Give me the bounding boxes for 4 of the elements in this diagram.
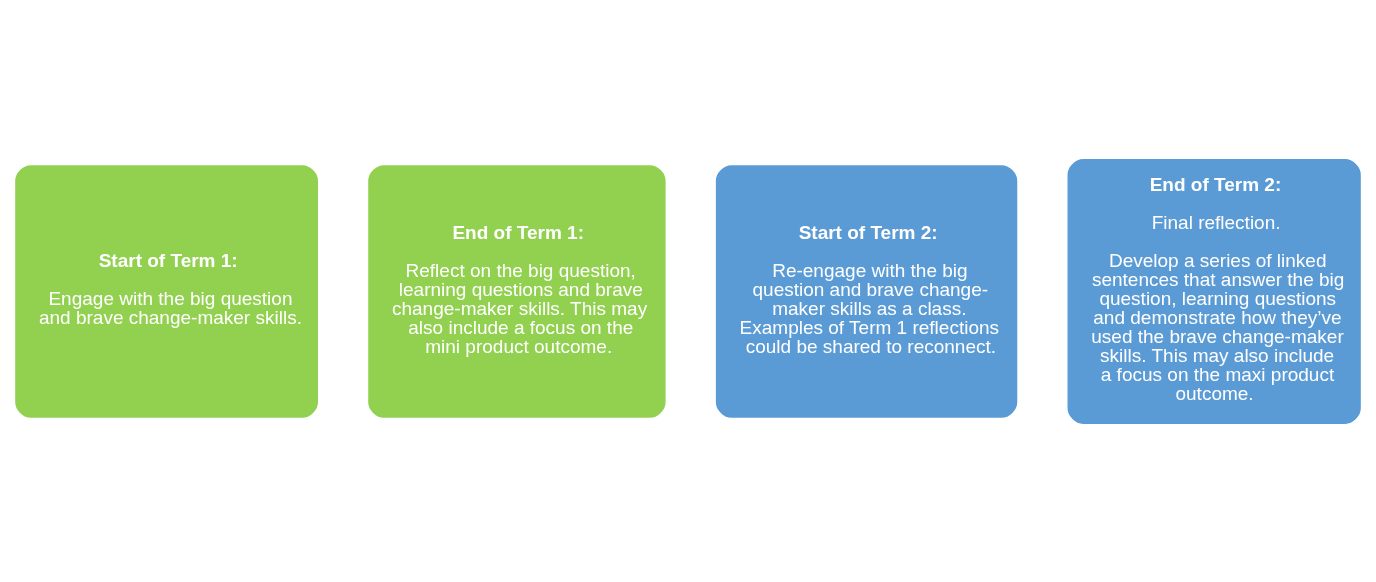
node-box: Start of Term 2: Re-engage with the big question and brave change-maker skills as a class. Examples of Term 1 reflections could be shared to reconnect.	[714, 163, 1019, 419]
node-box: Start of Term 1: Engage with the big question and brave change-maker skills.	[13, 163, 320, 419]
node-box: End of Term 2: Final reflection. Develop a series of linked sentences that answer the big question, learning questions and demonstrate how they’ve used the brave change-maker skills. This may also include a focus on the maxi product outcome.	[1066, 157, 1363, 425]
node-box: End of Term 1: Reflect on the big question, learning questions and brave change-maker skills. This may also include a focus on the mini product outcome.	[366, 163, 667, 419]
